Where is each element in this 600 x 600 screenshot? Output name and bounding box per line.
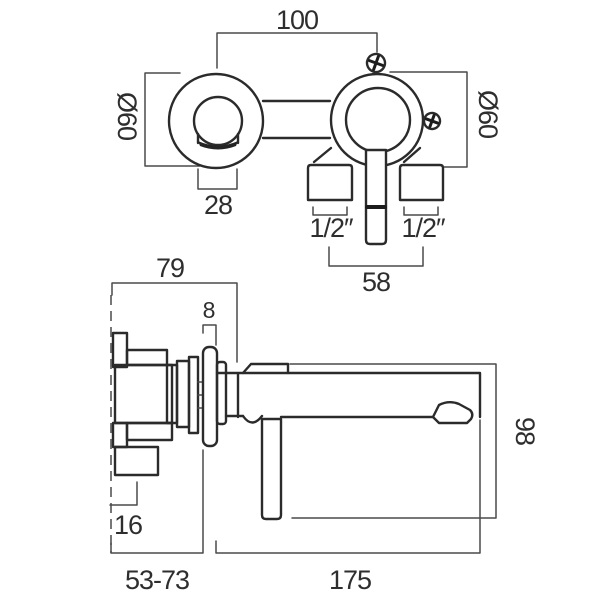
dim-58-label: 58 (362, 267, 390, 297)
dim-inlet-right-lines (403, 206, 439, 216)
spout-aerator-face (198, 141, 238, 150)
inlet-right-slant (402, 146, 422, 164)
dim-inlet-left-label: 1/2″ (309, 213, 354, 243)
inlet-connection-left (306, 146, 354, 202)
dim-28: 28 (197, 168, 238, 220)
dim-175: 175 (215, 419, 481, 595)
dim-175-label: 175 (329, 565, 371, 595)
dim-79-label: 79 (156, 253, 184, 283)
spout-tube-outer (192, 95, 244, 147)
dim-100-label: 100 (276, 5, 318, 35)
dim-53-73-label: 53-73 (125, 565, 189, 595)
lever-handle-side (260, 417, 283, 521)
dim-inlet-right: 1/2″ (401, 206, 447, 243)
dim-53-73: 53-73 (110, 449, 204, 595)
mounting-bar (261, 99, 332, 140)
dim-diameter-left-lines (144, 72, 201, 167)
body-top-bar (125, 348, 169, 367)
dim-diameter-right-label: Ø60 (473, 90, 503, 138)
spout-side (215, 362, 482, 425)
spout-hub (215, 360, 228, 426)
body-bottom-bar (125, 421, 174, 442)
side-view: 79 8 (109, 253, 540, 595)
dim-16: 16 (109, 481, 143, 540)
screw-side-cross (424, 113, 440, 129)
front-view: 100 Ø60 Ø60 (112, 5, 503, 297)
inlet-left-slant (312, 146, 333, 164)
dim-diameter-right-lines (389, 71, 468, 168)
dim-diameter-left: Ø60 (112, 72, 201, 167)
aerator-tip (431, 401, 474, 425)
lever-hub-top (241, 362, 290, 375)
dim-100-lines (216, 32, 378, 69)
dim-79: 79 (111, 253, 238, 363)
screw-icon (365, 52, 387, 74)
dim-28-label: 28 (204, 190, 232, 220)
dim-58-lines (328, 246, 424, 267)
body-bottom-block (111, 421, 129, 449)
concealed-valve-body (111, 331, 204, 477)
cartridge-ring-3 (187, 355, 200, 435)
dim-8-label: 8 (203, 297, 216, 323)
inlet-right-body (398, 163, 445, 202)
dim-8-lines (202, 324, 217, 346)
dim-98-lines (289, 363, 497, 519)
dim-100: 100 (216, 5, 378, 69)
dim-98: 98 (289, 363, 540, 519)
spout-escutcheon-front (167, 72, 265, 170)
inlet-connection-right (398, 146, 445, 202)
spout-outline (215, 371, 482, 419)
cartridge-ring-2 (175, 359, 191, 429)
dim-inlet-left: 1/2″ (309, 206, 355, 243)
dim-79-lines (111, 282, 238, 363)
screw-top-cross (367, 54, 385, 72)
dim-diameter-left-label: Ø60 (112, 92, 142, 140)
spout-escutcheon-outer (167, 72, 265, 170)
dim-8: 8 (202, 297, 217, 346)
body-top-block (111, 331, 129, 369)
lever-handle-front-body (364, 148, 388, 246)
dim-inlet-left-lines (312, 206, 348, 216)
body-inlet-block (113, 445, 160, 477)
dim-28-lines (197, 168, 238, 190)
dim-175-lines (215, 419, 481, 554)
dim-16-label: 16 (114, 510, 142, 540)
inlet-left-body (306, 163, 354, 202)
wall-plate (201, 345, 219, 448)
dim-98-label: 98 (510, 417, 540, 445)
valve-escutcheon-inner (344, 86, 412, 154)
dim-16-lines (109, 481, 138, 506)
dim-inlet-right-label: 1/2″ (401, 213, 446, 243)
dim-58: 58 (328, 246, 424, 297)
screw-icon (422, 111, 442, 131)
dim-diameter-right: Ø60 (389, 71, 503, 168)
body-main (113, 363, 174, 425)
spout-underside-dip (241, 414, 264, 424)
spout-aerator-sides (196, 132, 240, 145)
dim-53-73-lines (110, 449, 204, 554)
lever-handle-front (364, 148, 388, 246)
